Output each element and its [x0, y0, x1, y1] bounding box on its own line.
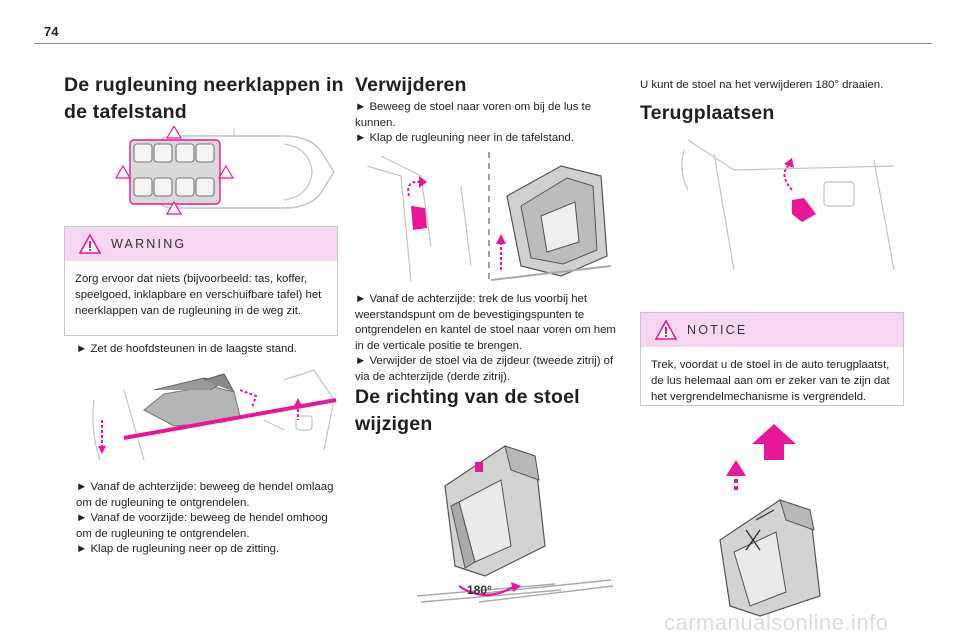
- rotate-intro: U kunt de stoel na het verwijderen 180° …: [640, 79, 884, 91]
- notice-text: Trek, voordat u de stoel in de auto teru…: [651, 359, 890, 403]
- steps-unlock: ► Vanaf de achterzijde: beweeg de hendel…: [76, 480, 340, 558]
- step-remove-door: ► Verwijder de stoel via de zijdeur (twe…: [355, 355, 614, 383]
- step-headrests: ► Zet de hoofdsteunen in de laagste stan…: [76, 343, 297, 355]
- footer-watermark: carmanualsonline.info: [664, 610, 889, 635]
- step-move-forward: ► Beweeg de stoel naar voren om bij de l…: [355, 101, 592, 129]
- seat-layout-illustration: [114, 126, 354, 218]
- column-1: De rugleuning neerklappen in de tafelsta…: [64, 60, 344, 620]
- section-title-remove: Verwijderen: [355, 74, 467, 96]
- seat-lever-illustration: [84, 360, 340, 466]
- warning-text: Zorg ervoor dat niets (bijvoorbeeld: tas…: [75, 273, 322, 317]
- section-title-fold-table: De rugleuning neerklappen in de tafelsta…: [64, 74, 344, 123]
- notice-box: NOTICE Trek, voordat u de stoel in de au…: [640, 312, 904, 406]
- column-2: Verwijderen ► Beweeg de stoel naar voren…: [355, 60, 629, 620]
- steps-remove: ► Vanaf de achterzijde: trek de lus voor…: [355, 292, 623, 386]
- section-title-reinstall: Terugplaatsen: [640, 102, 775, 124]
- warning-box: WARNING Zorg ervoor dat niets (bijvoorbe…: [64, 226, 338, 336]
- notice-icon: [655, 320, 677, 340]
- column-3: U kunt de stoel na het verwijderen 180° …: [640, 60, 904, 620]
- warning-icon: [79, 234, 101, 254]
- page-number: 74: [44, 24, 59, 39]
- seat-removal-illustration: [361, 146, 615, 286]
- seat-reinstall-illustration: [674, 130, 900, 274]
- notice-label: NOTICE: [687, 323, 748, 337]
- steps-remove-prep: ► Beweeg de stoel naar voren om bij de l…: [355, 100, 611, 147]
- header-rule: [34, 43, 932, 44]
- rotation-label: 180°: [467, 583, 492, 597]
- section-title-rotate: De richting van de stoel wijzigen: [355, 386, 580, 435]
- seat-locked-illustration: [700, 420, 880, 620]
- step-fold-table: ► Klap de rugleuning neer in de tafelsta…: [355, 132, 574, 145]
- seat-rotation-illustration: 180°: [415, 436, 615, 606]
- warning-label: WARNING: [111, 237, 187, 251]
- step-fold-back: ► Klap de rugleuning neer op de zitting.: [76, 543, 280, 556]
- step-pull-loop: ► Vanaf de achterzijde: trek de lus voor…: [355, 293, 616, 352]
- step-rear-lever: ► Vanaf de achterzijde: beweeg de hendel…: [76, 481, 334, 509]
- step-front-lever: ► Vanaf de voorzijde: beweeg de hendel o…: [76, 512, 328, 540]
